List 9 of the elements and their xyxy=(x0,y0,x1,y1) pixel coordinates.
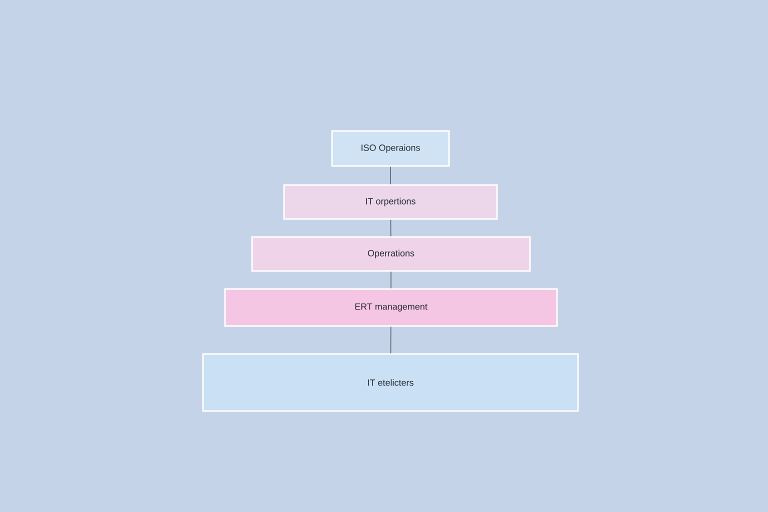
connector-line xyxy=(390,326,392,354)
connector-line xyxy=(390,271,392,289)
connector-line xyxy=(390,219,392,237)
tier-box: ERT management xyxy=(224,288,558,327)
tier-box: ISO Operaions xyxy=(331,130,450,167)
tier-box: IT orpertions xyxy=(283,184,498,220)
connector-line xyxy=(390,166,391,185)
tier-box: IT etelicters xyxy=(202,353,579,412)
tier-box: Operrations xyxy=(251,236,531,272)
